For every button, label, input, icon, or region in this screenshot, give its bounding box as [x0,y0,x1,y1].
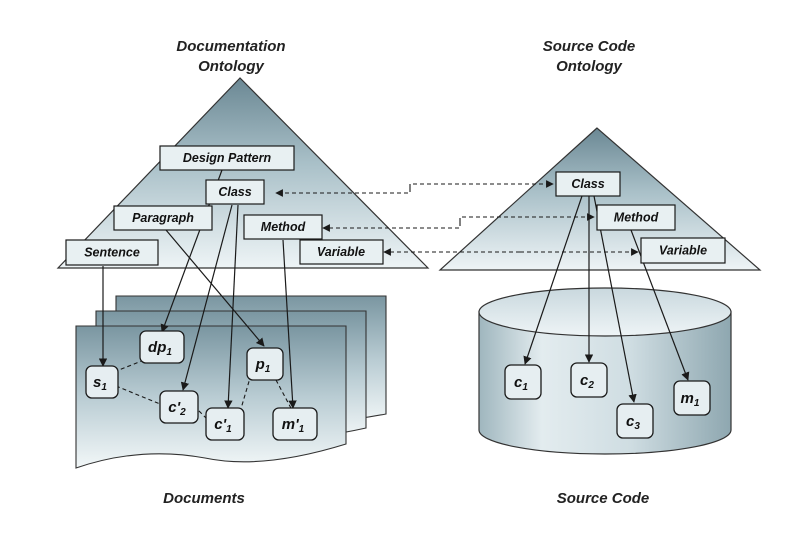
instance-p1-sub: 1 [265,364,271,375]
svg-text:m'1: m'1 [282,416,305,435]
mapping-method-right [459,213,595,222]
instance-c3: c3 [616,403,654,439]
svg-text:c'1: c'1 [214,416,232,435]
relation-s1-c2p [115,385,161,405]
instance-p1-base: p [255,356,265,373]
arrow-paragraph-p1 [165,229,265,347]
src-concept-variable-label: Variable [659,244,707,258]
mapping-method-left [322,222,461,232]
arrow-class-c2p [180,204,233,391]
src-concept-class: Class [555,171,621,197]
concept-sentence-label: Sentence [84,246,140,260]
instance-c3-sub: 3 [634,421,640,432]
instance-s1-sub: 1 [101,382,107,393]
relation-dp1-s1 [113,359,145,373]
instance-s1-base: s [93,374,101,391]
instance-c2-prime: c'2 [159,390,199,424]
svg-text:c1: c1 [514,374,528,393]
arrow-method-m1p [282,239,297,409]
arrow-srcclass-c1 [523,195,583,365]
src-concept-method: Method [596,204,676,231]
src-concept-class-label: Class [571,177,604,191]
instance-m1-base: m [681,390,694,407]
instance-p1: p1 [246,347,284,381]
svg-text:s1: s1 [93,374,107,393]
concept-method: Method [243,214,323,240]
svg-text:c3: c3 [626,413,640,432]
concept-design-pattern: Design Pattern [159,145,295,171]
concept-method-label: Method [261,220,306,234]
instance-dp1-sub: 1 [166,347,172,358]
instance-c2-base: c [580,372,589,389]
arrow-class-c1p [224,204,239,409]
instance-c1-sub: 1 [522,382,528,393]
concept-variable-label: Variable [317,245,365,259]
concept-class: Class [205,179,265,205]
documents-caption: Documents [163,490,245,507]
concept-variable: Variable [299,239,384,265]
src-ontology-title-line1: Source Code [543,38,636,55]
instance-c1: c1 [504,364,542,400]
instance-s1: s1 [85,365,119,399]
doc-ontology-title-line2: Ontology [198,58,264,75]
instance-m1-prime-sub: 1 [299,424,305,435]
instance-c1-prime-sub: 1 [226,424,232,435]
src-ontology-title-line2: Ontology [556,58,622,75]
instance-c1-base: c [514,374,523,391]
mapping-class-left [275,188,411,197]
document-page-front [75,325,347,469]
instance-c2-prime-sub: 2 [179,407,186,418]
src-concept-variable: Variable [640,237,726,264]
svg-text:p1: p1 [255,356,271,375]
doc-ontology-title-line1: Documentation [176,38,285,55]
instance-c3-base: c [626,413,635,430]
concept-sentence: Sentence [65,239,159,266]
relation-c1p-p1 [239,377,251,413]
svg-text:c2: c2 [580,372,594,391]
svg-text:dp1: dp1 [148,339,172,358]
concept-paragraph: Paragraph [113,205,213,231]
mapping-class-right [409,180,554,188]
concept-class-label: Class [218,185,251,199]
instance-c2-prime-base: c' [168,399,180,416]
svg-text:c'2: c'2 [168,399,186,418]
instance-dp1-base: dp [148,339,166,356]
concept-design-pattern-label: Design Pattern [183,151,272,165]
instance-c2: c2 [570,362,608,398]
source-code-caption: Source Code [557,490,650,507]
instance-m1-prime: m'1 [272,407,318,441]
instance-c1-prime: c'1 [205,407,245,441]
instance-c2-sub: 2 [587,380,594,391]
concept-paragraph-label: Paragraph [132,211,194,225]
instance-m1: m1 [673,380,711,416]
instance-m1-sub: 1 [694,398,700,409]
instance-dp1: dp1 [139,330,185,364]
svg-text:m1: m1 [681,390,700,409]
instance-c1-prime-base: c' [214,416,226,433]
instance-m1-prime-base: m' [282,416,299,433]
src-concept-method-label: Method [614,211,659,225]
source-code-ontology-triangle [438,127,762,271]
